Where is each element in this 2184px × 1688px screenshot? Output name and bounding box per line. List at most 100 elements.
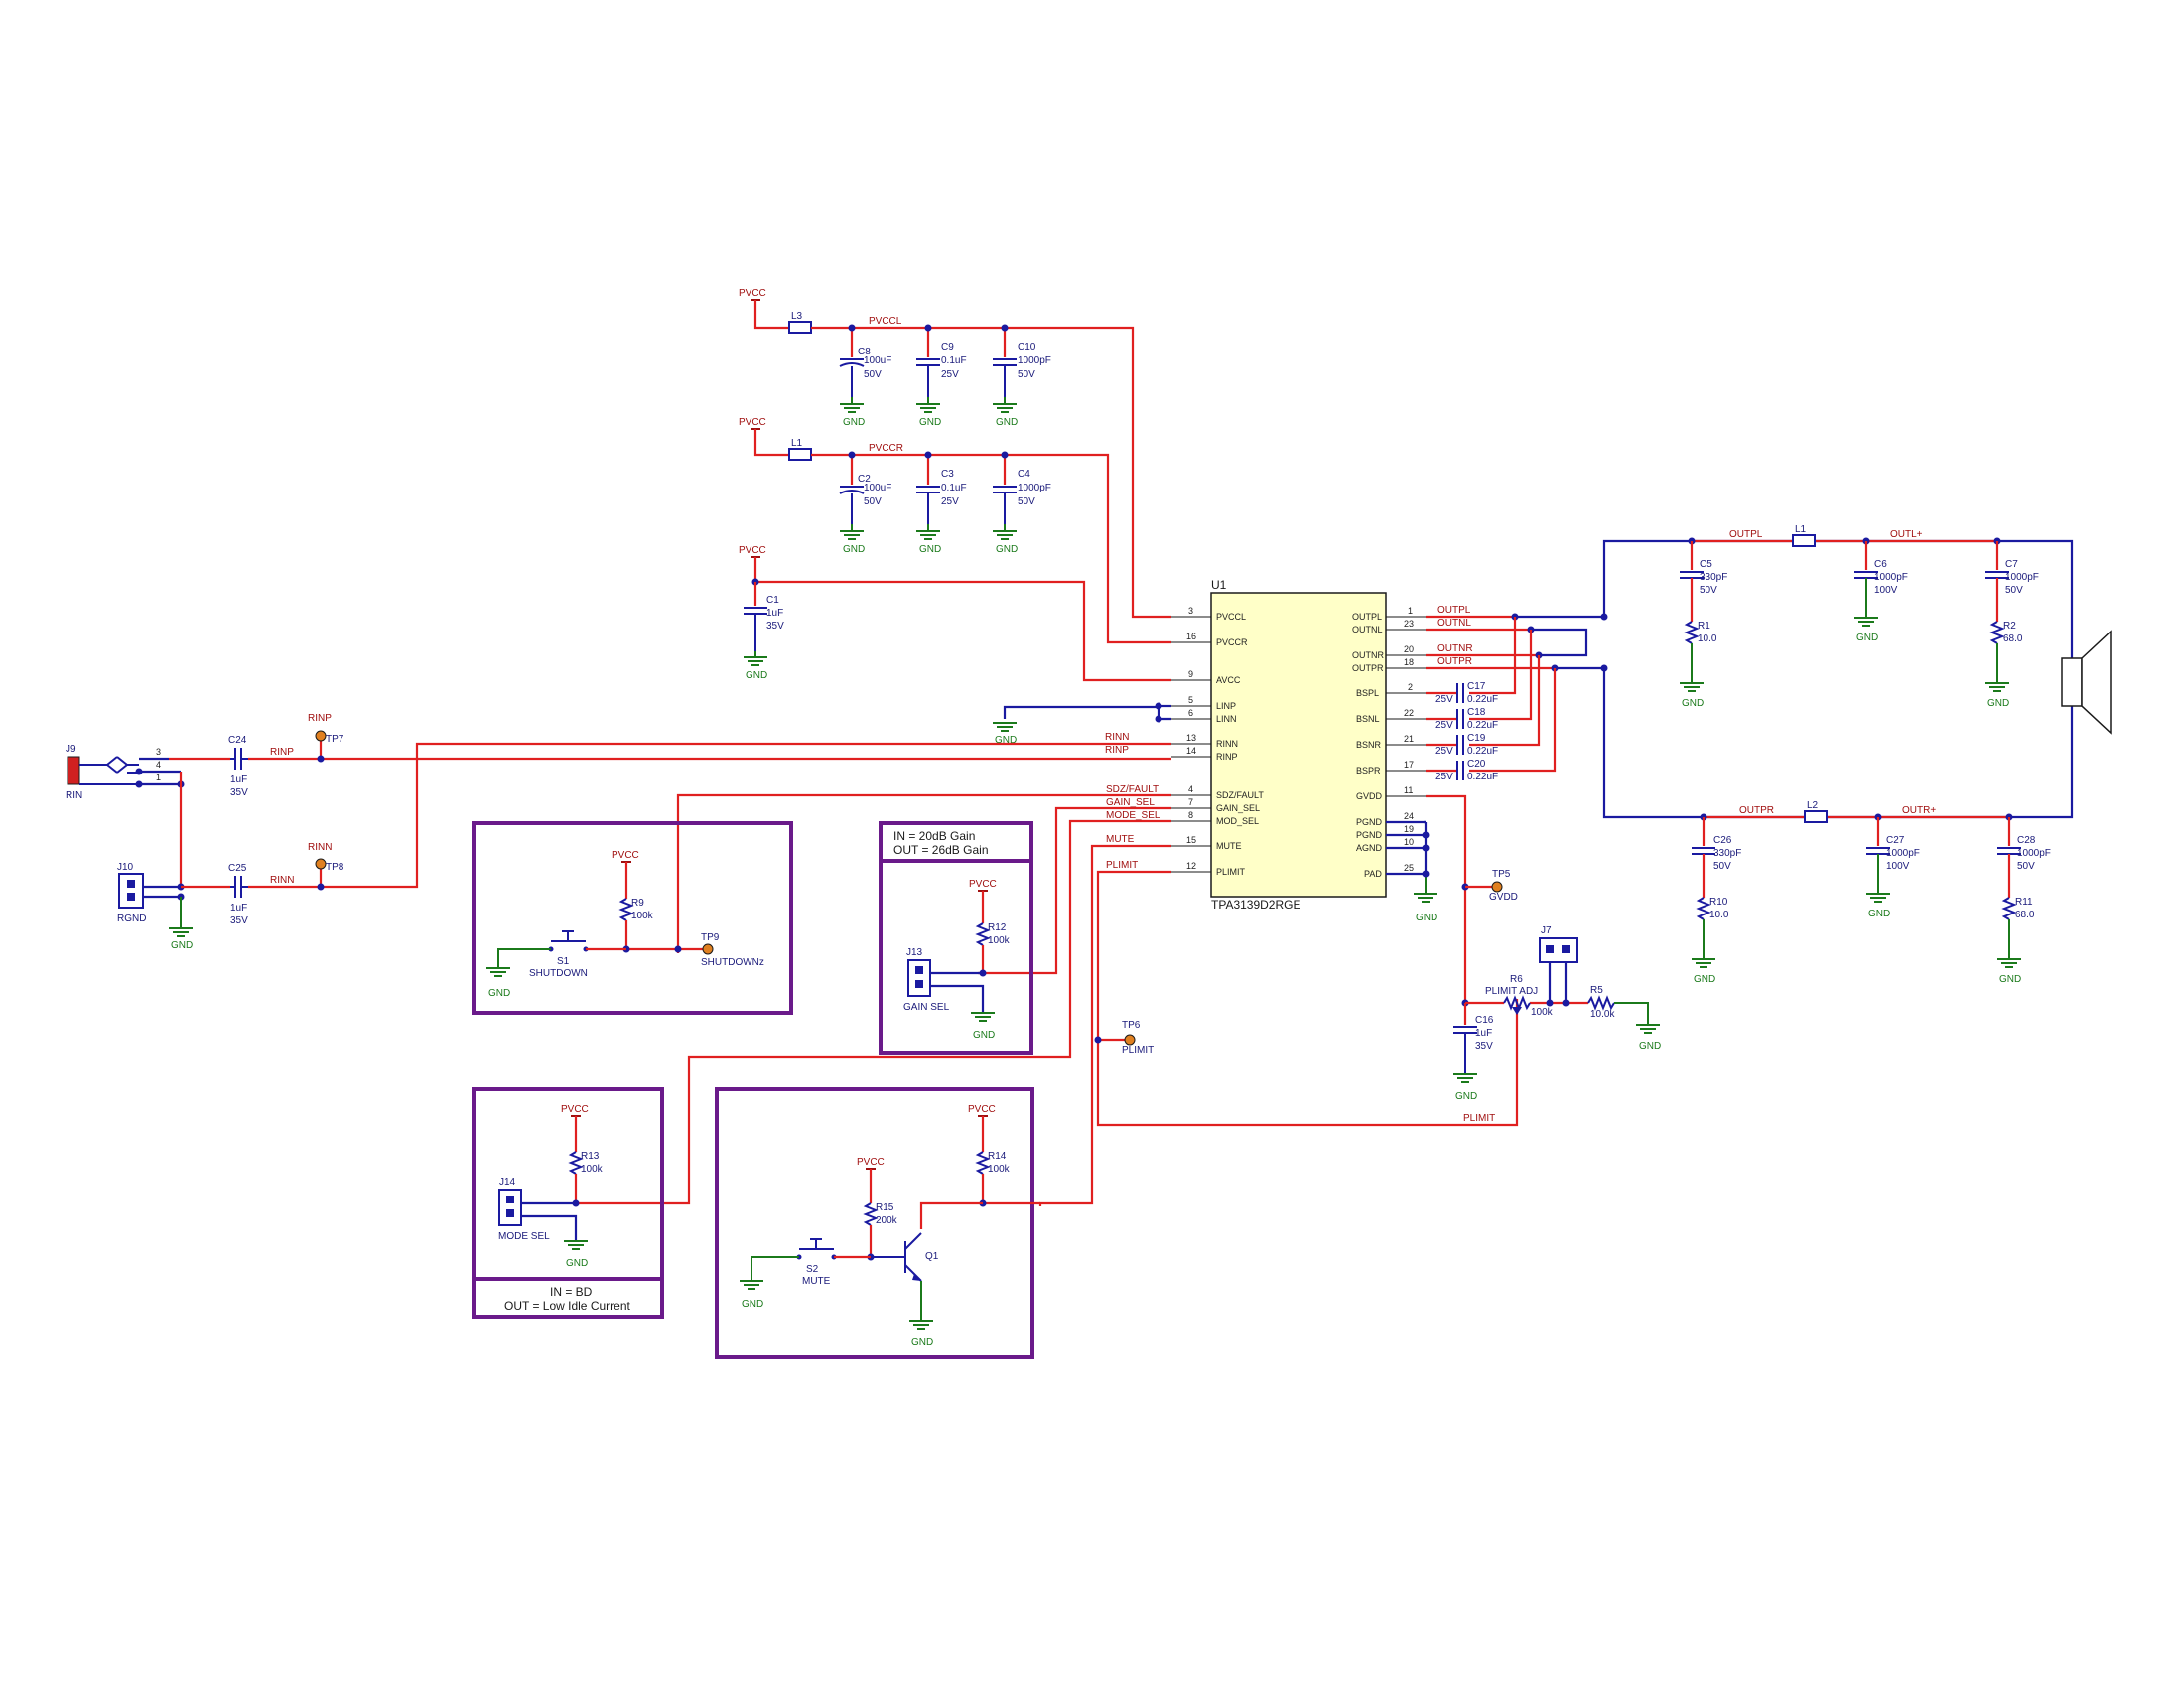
svg-text:MOD_SEL: MOD_SEL	[1216, 816, 1259, 826]
net-label-rinp: RINP	[270, 747, 294, 758]
svg-text:C28: C28	[2017, 835, 2036, 846]
svg-text:GND: GND	[1987, 698, 2009, 709]
net-label-pvccl: PVCCL	[869, 316, 902, 327]
jumper-j7[interactable]: J7	[1539, 925, 1578, 963]
svg-text:68.0: 68.0	[2015, 910, 2035, 920]
mode-note-line2: OUT = Low Idle Current	[504, 1299, 630, 1313]
svg-text:GND: GND	[488, 988, 510, 999]
svg-text:PVCC: PVCC	[739, 417, 766, 428]
net-label-outnl: OUTNL	[1437, 618, 1471, 629]
transistor-q1: Q1	[871, 1232, 939, 1282]
svg-text:100uF: 100uF	[864, 483, 891, 493]
svg-text:GND: GND	[1856, 633, 1878, 643]
svg-text:PVCC: PVCC	[561, 1104, 589, 1115]
svg-text:14: 14	[1186, 746, 1196, 756]
net-label-outpl: OUTPL	[1437, 605, 1471, 616]
svg-text:1uF: 1uF	[1475, 1028, 1492, 1039]
ic-part-number: TPA3139D2RGE	[1211, 898, 1301, 912]
svg-text:100V: 100V	[1886, 861, 1910, 872]
svg-text:GND: GND	[843, 544, 865, 555]
svg-text:TP7: TP7	[326, 734, 344, 745]
speaker-icon	[2061, 630, 2112, 735]
svg-text:C4: C4	[1018, 469, 1030, 480]
svg-text:16: 16	[1186, 632, 1196, 641]
svg-text:24: 24	[1404, 811, 1414, 821]
svg-text:330pF: 330pF	[1713, 848, 1741, 859]
svg-text:OUTPL: OUTPL	[1729, 529, 1763, 540]
ic-ref: U1	[1211, 578, 1227, 592]
svg-text:50V: 50V	[1018, 369, 1035, 380]
svg-text:1: 1	[156, 773, 161, 782]
svg-text:100k: 100k	[631, 911, 654, 921]
net-label-pvccr: PVCCR	[869, 443, 903, 454]
svg-text:68.0: 68.0	[2003, 633, 2023, 644]
svg-text:S2: S2	[806, 1264, 819, 1275]
svg-text:C24: C24	[228, 735, 247, 746]
svg-text:13: 13	[1186, 733, 1196, 743]
svg-text:C17: C17	[1467, 681, 1486, 692]
inductor-l1	[788, 448, 812, 461]
svg-text:R1: R1	[1698, 621, 1710, 632]
svg-text:GND: GND	[171, 940, 193, 951]
svg-text:0.1uF: 0.1uF	[941, 355, 967, 366]
svg-text:C8: C8	[858, 347, 871, 357]
svg-text:100k: 100k	[1531, 1007, 1554, 1018]
svg-text:TP6: TP6	[1122, 1020, 1141, 1031]
svg-text:PVCC: PVCC	[968, 1104, 996, 1115]
connector-j10[interactable]: J10 RGND	[117, 862, 146, 924]
svg-text:PGND: PGND	[1356, 830, 1383, 840]
svg-text:17: 17	[1404, 760, 1414, 770]
svg-text:J10: J10	[117, 862, 134, 873]
ground-symbol	[993, 397, 1017, 413]
svg-text:25V: 25V	[1435, 772, 1453, 782]
svg-text:RGND: RGND	[117, 914, 146, 924]
svg-text:J7: J7	[1541, 925, 1552, 936]
svg-text:R5: R5	[1590, 985, 1603, 996]
svg-text:4: 4	[1188, 784, 1193, 794]
svg-text:0.22uF: 0.22uF	[1467, 720, 1498, 731]
svg-text:PVCC: PVCC	[612, 850, 639, 861]
svg-text:RIN: RIN	[66, 790, 82, 801]
svg-text:100k: 100k	[988, 1164, 1011, 1175]
svg-text:GAIN SEL: GAIN SEL	[903, 1002, 950, 1013]
net-label-gain-sel: GAIN_SEL	[1106, 797, 1155, 808]
svg-text:50V: 50V	[2005, 585, 2023, 596]
svg-text:25V: 25V	[1435, 694, 1453, 705]
input-jack-j9[interactable]: J9 RIN 3 4 1	[66, 744, 161, 801]
svg-text:6: 6	[1188, 708, 1193, 718]
svg-text:R14: R14	[988, 1151, 1007, 1162]
svg-text:C2: C2	[858, 474, 871, 485]
svg-text:5: 5	[1188, 695, 1193, 705]
svg-text:R11: R11	[2015, 897, 2033, 908]
svg-text:330pF: 330pF	[1700, 572, 1727, 583]
net-label-plimit: PLIMIT	[1106, 860, 1138, 871]
svg-text:1000pF: 1000pF	[1018, 483, 1051, 493]
svg-text:GND: GND	[566, 1258, 588, 1269]
mode-note-line1: IN = BD	[550, 1285, 593, 1299]
svg-text:12: 12	[1186, 861, 1196, 871]
gain-sel-box	[879, 859, 1033, 1055]
svg-text:R15: R15	[876, 1202, 894, 1213]
svg-text:PLIMIT: PLIMIT	[1216, 867, 1246, 877]
svg-text:15: 15	[1186, 835, 1196, 845]
